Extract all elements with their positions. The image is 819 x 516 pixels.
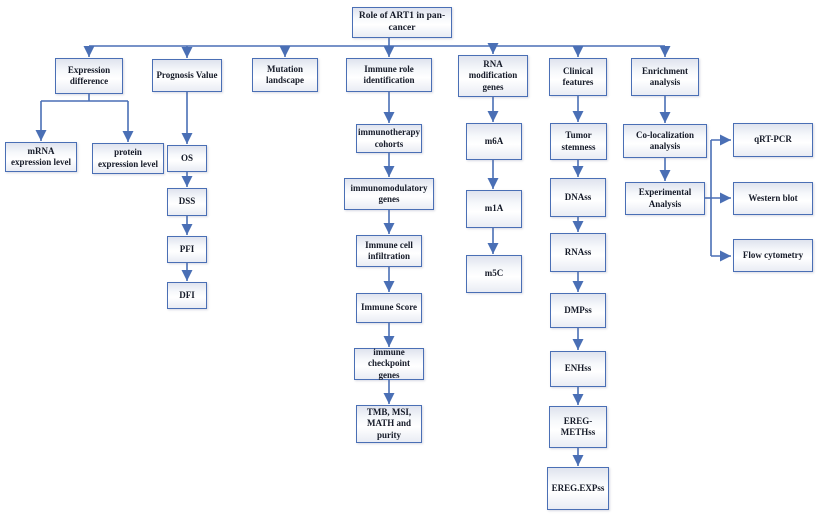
node-dfi: DFI <box>167 282 207 309</box>
node-ereg-expss: EREG.EXPss <box>547 467 609 510</box>
node-dmpss: DMPss <box>550 293 606 328</box>
node-flow-cytometry: Flow cytometry <box>733 239 813 272</box>
node-dss: DSS <box>167 188 207 216</box>
node-tmb-msi-math-purity: TMB, MSI, MATH and purity <box>356 405 422 443</box>
node-western-blot: Western blot <box>733 182 813 215</box>
node-immune-role-identification: Immune role identification <box>346 58 432 92</box>
node-protein-expression-level: protein expression level <box>92 143 164 174</box>
node-m1a: m1A <box>466 190 522 228</box>
node-immunomodulatory-genes: immunomodulatory genes <box>344 178 434 210</box>
node-pfi: PFI <box>167 236 207 263</box>
node-immunotherapy-cohorts: immunotherapy cohorts <box>356 124 422 153</box>
node-os: OS <box>167 145 207 172</box>
node-mutation-landscape: Mutation landscape <box>252 58 318 92</box>
node-immune-cell-infiltration: Immune cell infiltration <box>356 235 422 267</box>
node-rna-modification-genes: RNA modification genes <box>458 55 528 97</box>
node-dnass: DNAss <box>550 178 606 217</box>
node-immune-score: Immune Score <box>356 293 422 323</box>
node-experimental-analysis: Experimental Analysis <box>625 182 705 215</box>
node-co-localization-analysis: Co-localization analysis <box>623 124 707 158</box>
node-ereg-methss: EREG-METHss <box>549 406 607 448</box>
node-tumor-stemness: Tumor stemness <box>550 123 607 160</box>
node-m6a: m6A <box>466 123 522 160</box>
node-mrna-expression-level: mRNA expression level <box>5 142 77 172</box>
node-expression-difference: Expression difference <box>55 58 123 94</box>
node-immune-checkpoint-genes: immune checkpoint genes <box>354 347 424 380</box>
node-root: Role of ART1 in pan-cancer <box>352 7 452 38</box>
node-m5c: m5C <box>466 255 522 293</box>
node-prognosis-value: Prognosis Value <box>152 59 222 92</box>
node-qrt-pcr: qRT-PCR <box>733 123 813 157</box>
node-enrichment-analysis: Enrichment analysis <box>631 58 699 96</box>
node-rnass: RNAss <box>550 233 606 272</box>
node-enhss: ENHss <box>550 351 606 387</box>
node-clinical-features: Clinical features <box>549 58 607 96</box>
